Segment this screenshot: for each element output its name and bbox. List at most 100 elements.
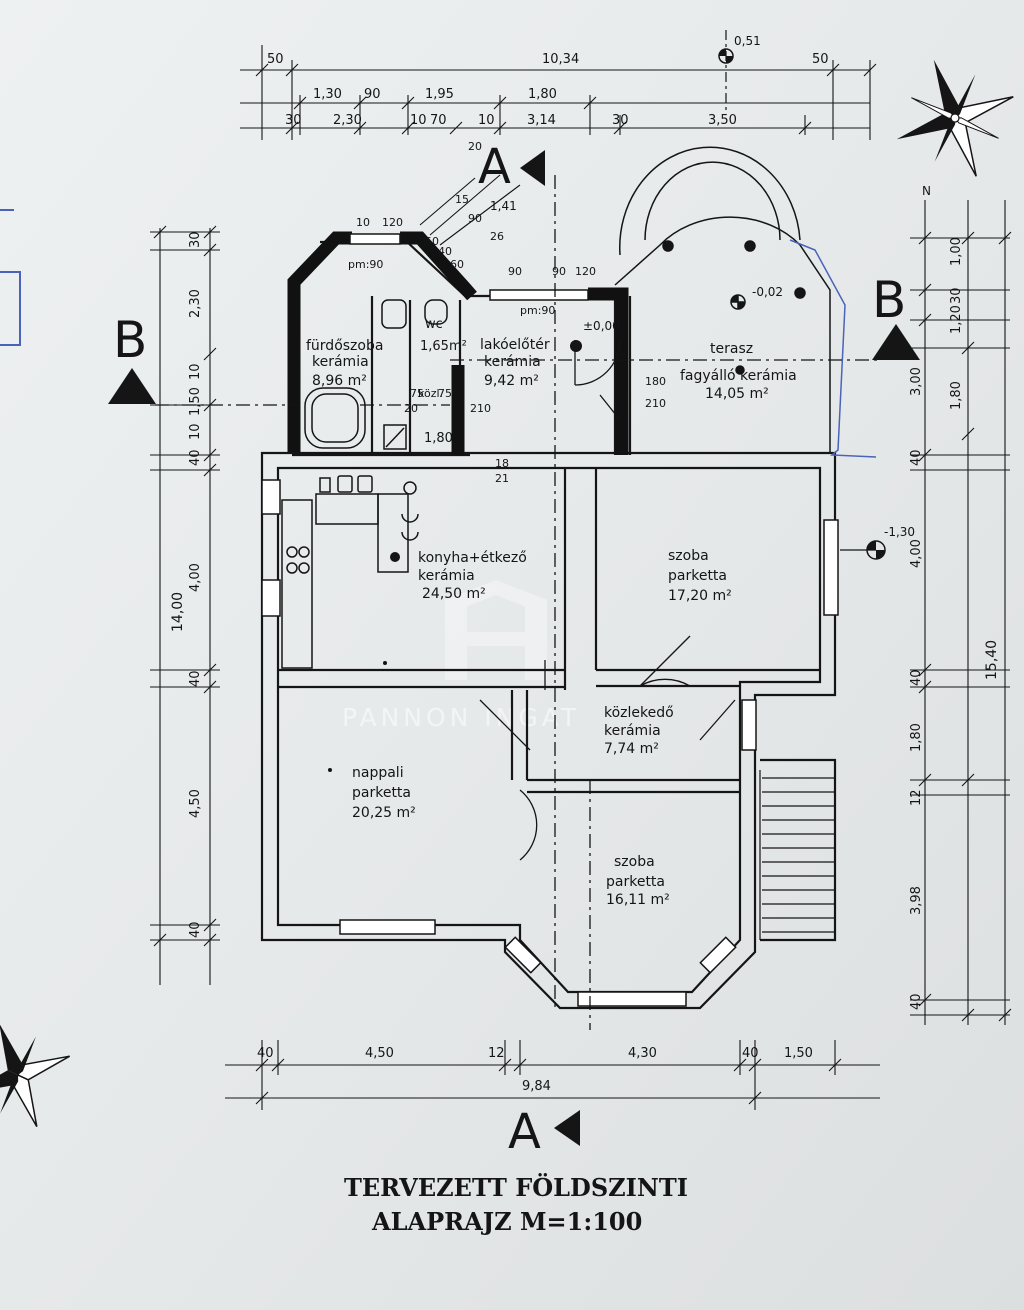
svg-text:kerámia: kerámia [484,354,541,370]
terrace-outline [614,146,831,453]
room-label-living-room: nappali parketta 20,25 m² [352,765,416,821]
svg-text:parketta: parketta [606,874,665,890]
svg-text:4,50: 4,50 [365,1046,394,1061]
interior-dots [328,340,582,772]
room-label-bedroom-1: szoba parketta 17,20 m² [668,548,732,604]
svg-text:30: 30 [188,231,203,248]
svg-text:20: 20 [468,140,482,153]
svg-text:kerámia: kerámia [418,568,475,584]
svg-text:90: 90 [508,265,522,278]
svg-text:26: 26 [490,230,504,243]
svg-text:40: 40 [742,1046,759,1061]
room-label-bathroom: fürdőszoba kerámia 8,96 m² [306,338,383,389]
svg-text:10: 10 [356,216,370,229]
svg-text:40: 40 [909,449,924,466]
drawing-title-line1: TERVEZETT FÖLDSZINTI [344,1173,688,1202]
windows [261,233,839,1007]
svg-text:9,84: 9,84 [522,1079,551,1094]
section-marker-a-top: A [478,139,545,195]
svg-text:14,05 m²: 14,05 m² [705,386,769,402]
svg-text:lakóelőtér: lakóelőtér [480,337,550,353]
svg-text:50: 50 [812,52,829,67]
svg-text:21: 21 [495,472,509,485]
dimension-labels: 50 10,34 50 1,30 90 1,95 1,80 30 2,30 10… [267,52,829,278]
blue-pen-outline [789,239,877,458]
level-marker-terrace: -0,02 [730,285,783,310]
svg-text:4,00: 4,00 [909,539,924,568]
svg-text:nappali: nappali [352,765,404,781]
svg-text:120: 120 [382,216,403,229]
svg-text:1,00: 1,00 [949,237,964,266]
level-marker-entry: ±0,00 [583,319,620,333]
svg-text:40: 40 [188,921,203,938]
section-lines [155,175,880,1030]
svg-text:180: 180 [645,375,666,388]
svg-text:±0,00: ±0,00 [583,319,620,333]
svg-text:1,20: 1,20 [949,305,964,334]
svg-text:3,98: 3,98 [909,886,924,915]
svg-text:1,65m²: 1,65m² [420,339,467,354]
room-label-corridor: közlekedő kerámia 7,74 m² [604,705,674,757]
section-marker-b-left: B [108,311,156,404]
svg-text:1,80: 1,80 [949,381,964,410]
compass-icon-top-right [896,59,1014,177]
svg-text:pm:90: pm:90 [348,258,383,271]
svg-text:szoba: szoba [614,854,655,870]
watermark-logo [445,580,547,680]
svg-text:A: A [478,139,511,195]
svg-text:10,34: 10,34 [542,52,579,67]
svg-text:15,40: 15,40 [984,640,1000,680]
svg-text:50: 50 [267,52,284,67]
svg-text:wc: wc [425,317,443,332]
svg-text:kerámia: kerámia [604,723,661,739]
walls [260,239,837,1010]
svg-text:12: 12 [909,789,924,806]
svg-text:15: 15 [455,193,469,206]
svg-text:75: 75 [438,387,452,400]
room-label-kitchen: konyha+étkező kerámia 24,50 m² [418,550,527,602]
room-label-terrace: terasz fagyálló kerámia 14,05 m² [680,341,797,402]
svg-text:16,11 m²: 16,11 m² [606,892,670,908]
svg-text:4,50: 4,50 [188,789,203,818]
svg-text:10: 10 [188,363,203,380]
svg-text:40: 40 [188,449,203,466]
svg-text:120: 120 [575,265,596,278]
section-marker-a-bottom: A [508,1104,580,1160]
svg-text:4,30: 4,30 [628,1046,657,1061]
svg-text:2,30: 2,30 [333,113,362,128]
svg-text:40: 40 [909,669,924,686]
svg-text:1,80: 1,80 [909,723,924,752]
svg-text:A: A [508,1104,541,1160]
svg-text:parketta: parketta [352,785,411,801]
svg-text:9,42 m²: 9,42 m² [484,373,539,389]
svg-text:1,41: 1,41 [490,199,517,213]
small-interior-labels: közl. 1,80 pm:90 pm:90 18 21 180 210 75 … [348,258,666,485]
svg-text:30: 30 [949,287,964,304]
compass-icon-bottom-left [0,1023,71,1128]
svg-text:1,95: 1,95 [425,87,454,102]
svg-text:50: 50 [425,235,439,248]
svg-text:24,50 m²: 24,50 m² [422,586,486,602]
svg-text:4,00: 4,00 [188,563,203,592]
dimension-labels-right: 1,00 30 1,20 3,00 1,80 40 4,00 40 1,80 1… [909,237,1000,1010]
level-markers: ±0,00 -0,02 0,51 -1,30 [583,30,915,560]
svg-text:kerámia: kerámia [312,354,369,370]
svg-text:90: 90 [364,87,381,102]
svg-text:1,50: 1,50 [188,387,203,416]
svg-text:B: B [872,271,906,329]
bathroom-fixtures [304,299,448,450]
svg-text:14,00: 14,00 [170,592,186,632]
svg-text:közl.: közl. [418,387,443,400]
svg-text:1,30: 1,30 [313,87,342,102]
svg-text:17,20 m²: 17,20 m² [668,588,732,604]
room-label-wc: wc 1,65m² [420,317,467,354]
svg-text:20,25 m²: 20,25 m² [352,805,416,821]
svg-text:3,50: 3,50 [708,113,737,128]
drawing-title-line2: ALAPRAJZ M=1:100 [371,1207,642,1236]
svg-text:10: 10 [188,423,203,440]
svg-text:fürdőszoba: fürdőszoba [306,338,383,354]
svg-text:10: 10 [478,113,495,128]
svg-text:75: 75 [410,387,424,400]
